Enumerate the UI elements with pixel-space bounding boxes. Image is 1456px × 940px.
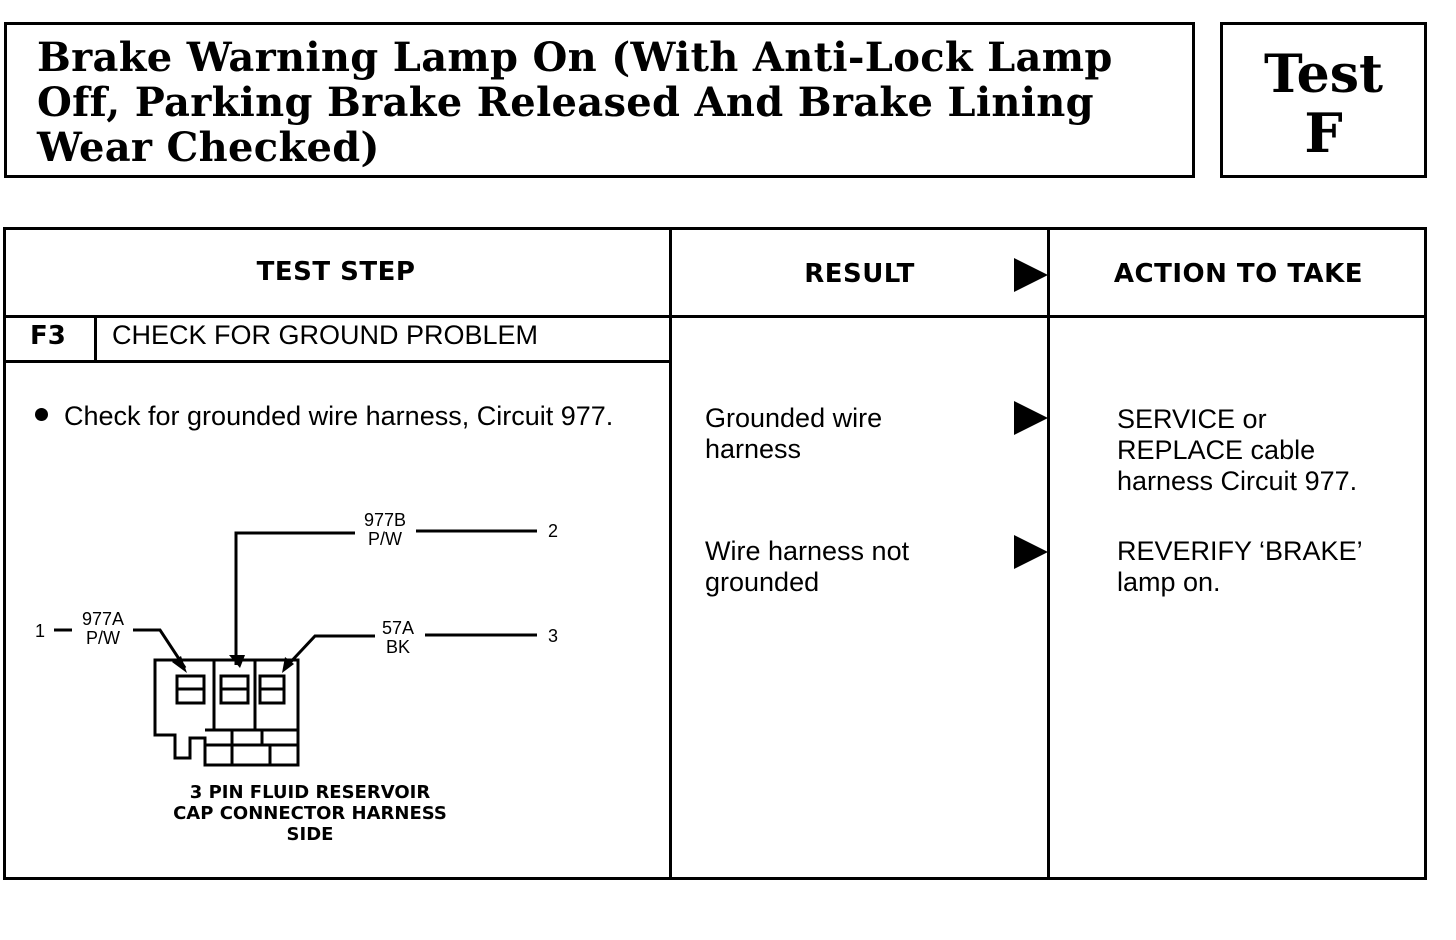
wire-2-color: P/W [368,529,402,549]
column-divider-2 [1047,227,1050,880]
wire-3-color: BK [386,637,410,657]
header-action: ACTION TO TAKE [1113,259,1364,289]
header-test-step: TEST STEP [256,257,416,287]
connector-diagram: 977B P/W 2 977A P/W 1 57A BK 3 [35,510,558,767]
wire-1-pin: 1 [35,621,45,641]
step-title: CHECK FOR GROUND PROBLEM [112,320,539,350]
result-2-arrow-icon [1014,535,1048,569]
bullet-icon [35,408,48,421]
action-1: SERVICE or REPLACE cable harness Circuit… [1117,404,1358,496]
caption-line-3: SIDE [286,824,334,845]
test-id: F [1304,101,1343,165]
wire-2-circuit: 977B [364,510,406,530]
wire-3-pin: 3 [548,626,558,646]
wire-1-color: P/W [86,628,120,648]
diagram-labels: 977B P/W 2 977A P/W 1 57A BK 3 [35,510,558,657]
test-label: Test [1263,44,1384,105]
test-table [3,227,1427,880]
step-id: F3 [30,321,66,351]
step-instruction: Check for grounded wire harness, Circuit… [64,401,614,431]
caption-line-1: 3 PIN FLUID RESERVOIR [189,782,431,803]
diagram-caption: 3 PIN FLUID RESERVOIR CAP CONNECTOR HARN… [150,782,470,845]
step-title-divider [3,360,672,363]
column-divider-1 [669,227,672,880]
result-2: Wire harness not grounded [705,536,910,597]
header-result: RESULT [804,259,915,289]
step-id-divider [94,315,97,363]
header-arrow-icon [1014,258,1048,292]
wire-1-circuit: 977A [82,609,124,629]
title-box: Brake Warning Lamp On (With Anti-Lock La… [4,22,1195,178]
result-1-arrow-icon [1014,401,1048,435]
wire-3-circuit: 57A [382,618,414,638]
action-2: REVERIFY ‘BRAKE’ lamp on. [1117,536,1362,597]
caption-line-2: CAP CONNECTOR HARNESS [173,803,447,824]
wire-2-pin: 2 [548,521,558,541]
result-1: Grounded wire harness [705,403,883,464]
header-divider [3,315,1427,318]
test-badge: Test F [1220,22,1427,178]
page-title: Brake Warning Lamp On (With Anti-Lock La… [37,34,1113,171]
